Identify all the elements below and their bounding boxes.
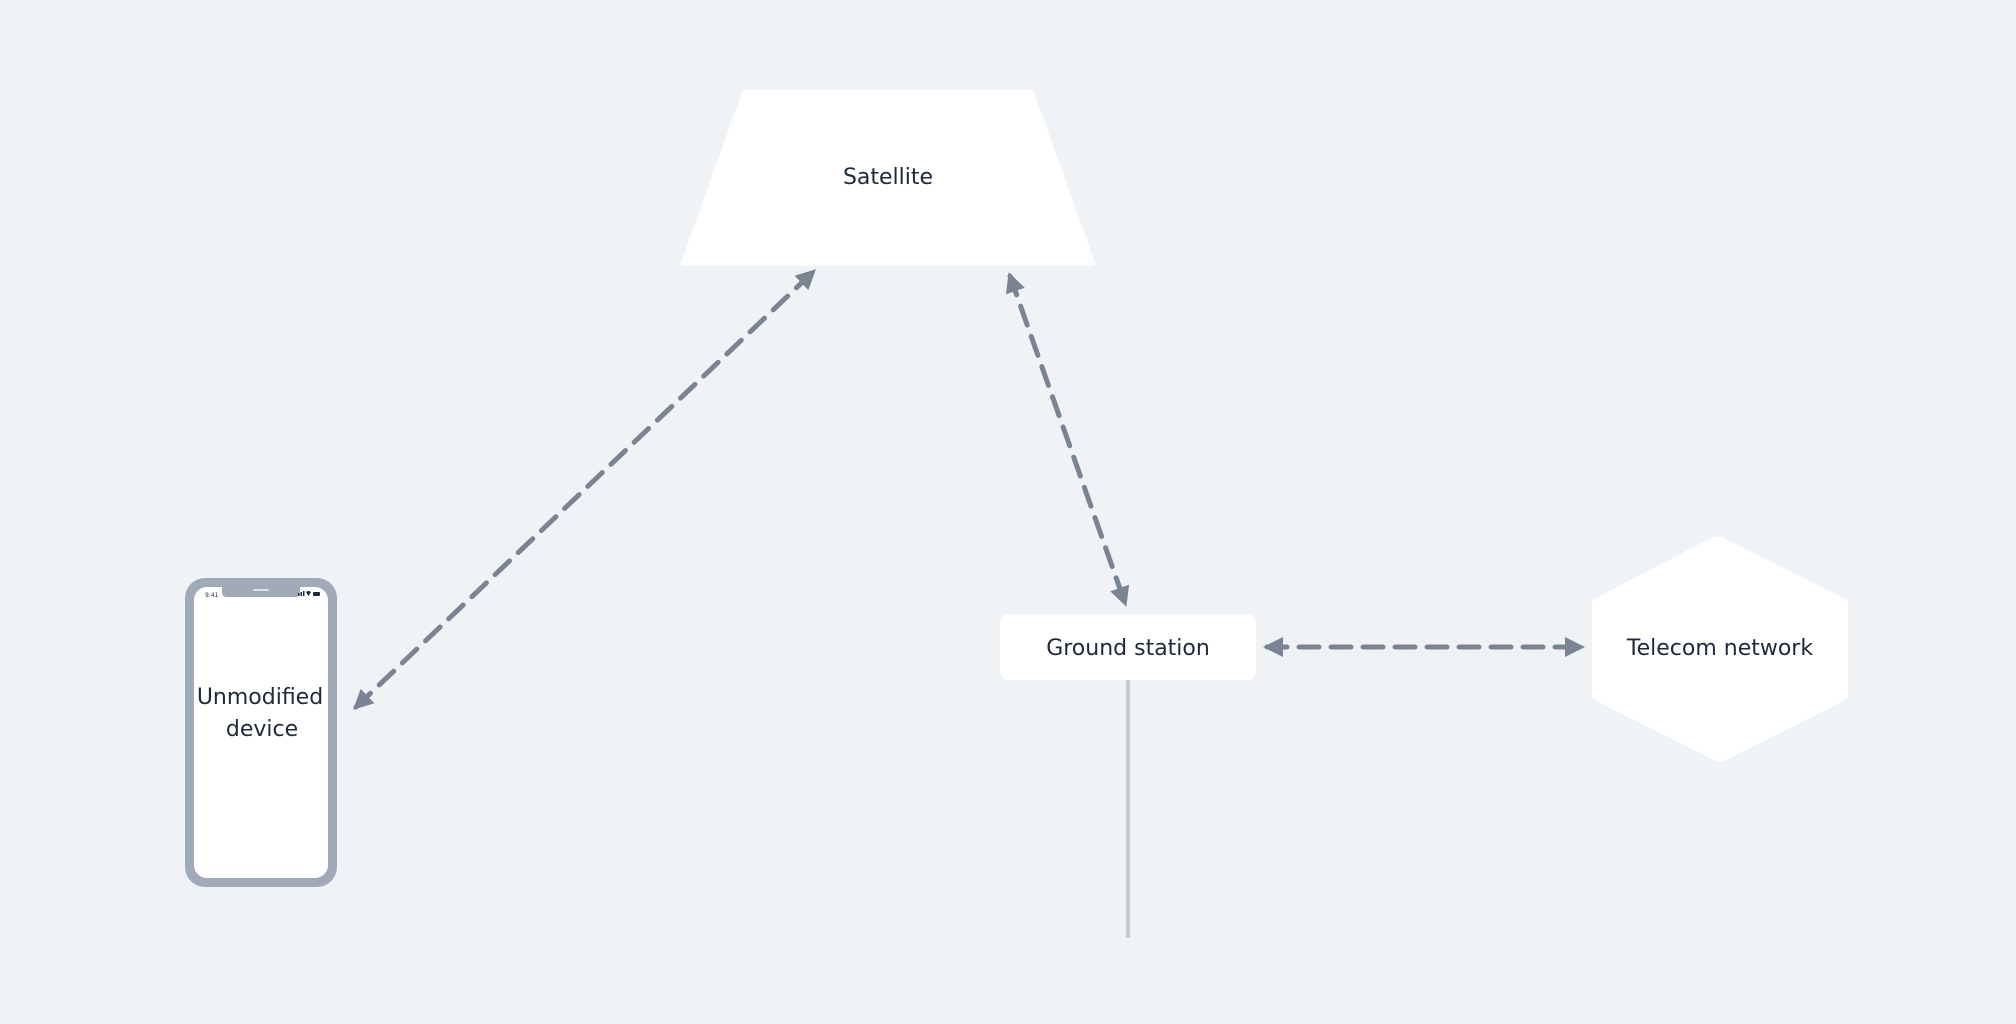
phone-screen bbox=[194, 587, 328, 878]
status-bar-time: 9:41 bbox=[205, 592, 219, 599]
device-label-line1: Unmodified bbox=[197, 685, 323, 710]
satellite-label: Satellite bbox=[843, 165, 933, 190]
status-bar-icons bbox=[298, 591, 320, 596]
connector-satellite-ground-station bbox=[1005, 272, 1130, 607]
telecom-network-shape bbox=[1592, 536, 1848, 762]
phone-notch bbox=[222, 587, 300, 597]
telecom-network-label: Telecom network bbox=[1626, 636, 1813, 661]
connector-device-satellite bbox=[353, 269, 816, 710]
telecom-network-node[interactable]: Telecom network bbox=[1592, 536, 1848, 762]
wifi-icon bbox=[306, 591, 311, 596]
device-label-line2: device bbox=[226, 717, 298, 742]
ground-station-shape bbox=[1000, 614, 1256, 680]
battery-icon bbox=[313, 592, 320, 596]
satellite-node[interactable]: Satellite bbox=[680, 90, 1096, 266]
phone-speaker bbox=[253, 589, 269, 591]
ground-station-label: Ground station bbox=[1046, 636, 1210, 661]
satellite-shape bbox=[680, 90, 1096, 266]
ground-station-node[interactable]: Ground station bbox=[1000, 614, 1256, 680]
device-node[interactable]: 9:41 Unmodified device bbox=[185, 578, 337, 887]
